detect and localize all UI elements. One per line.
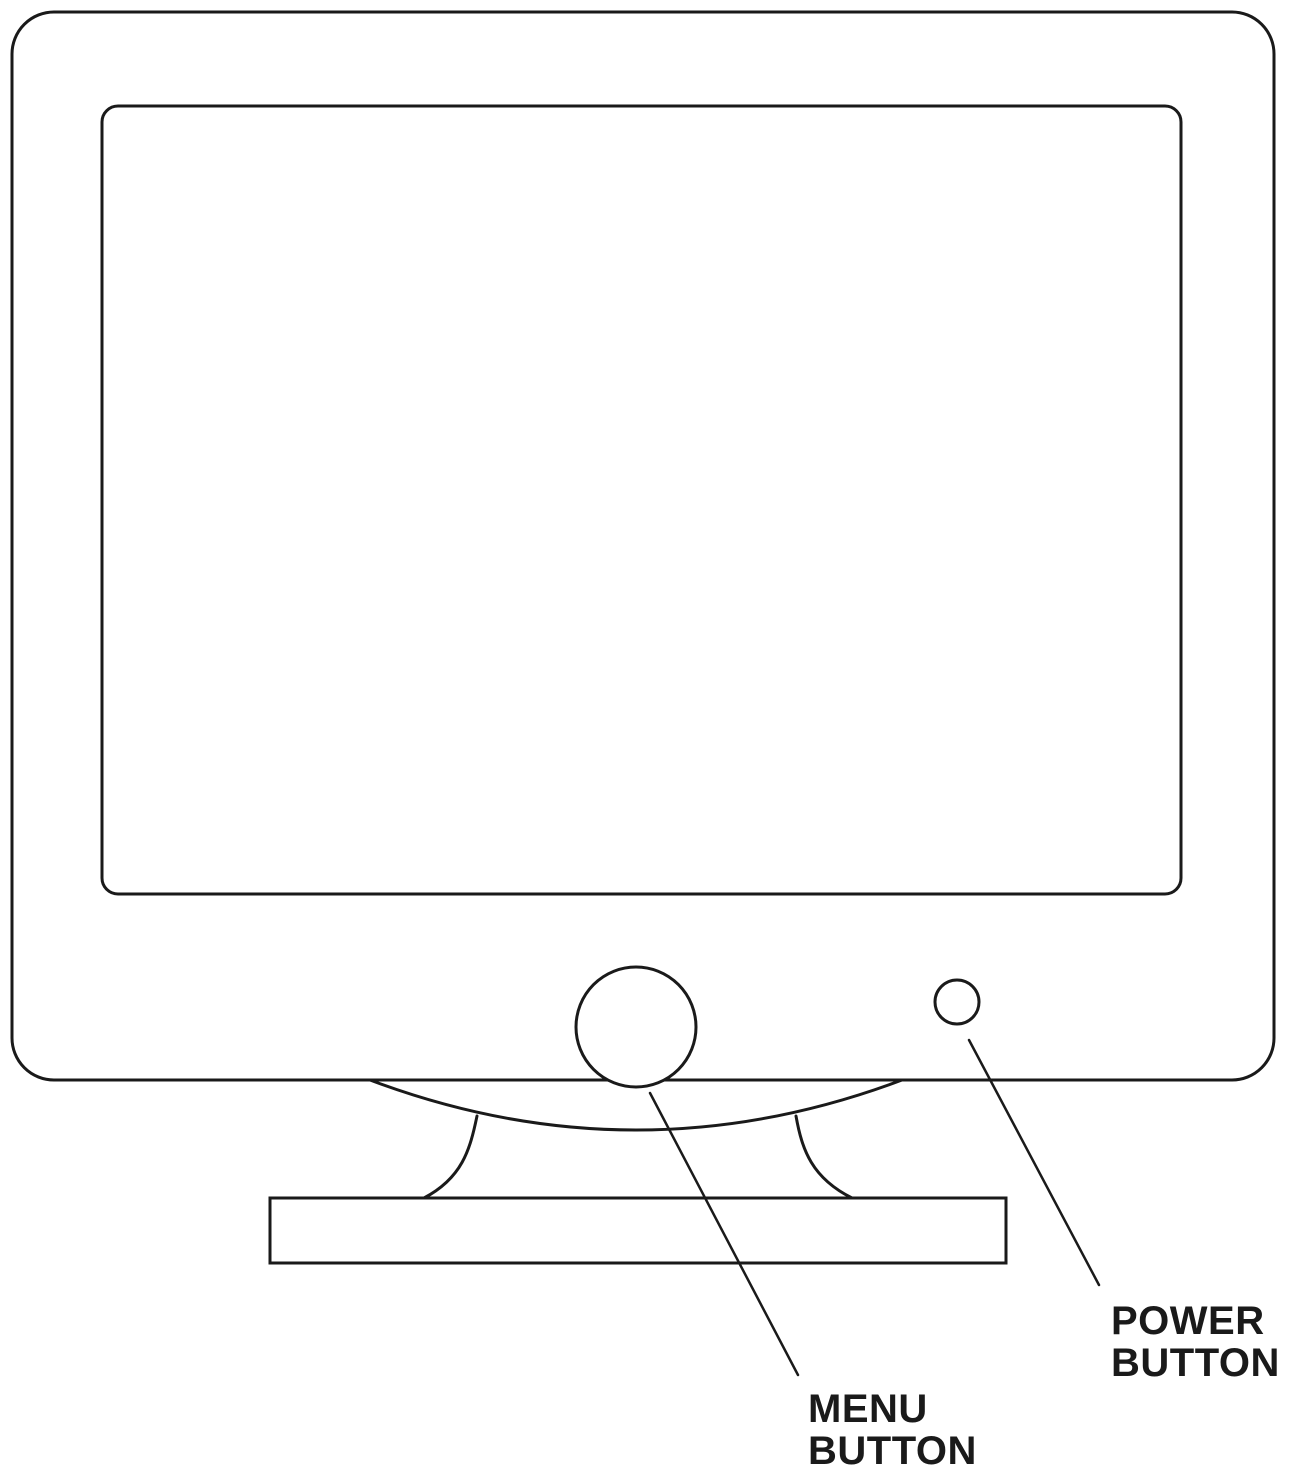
power-button[interactable] [933,978,981,1026]
stand-neck [422,1114,479,1200]
power-label-line1: POWER [1111,1299,1265,1343]
menu-button-label: MENU BUTTON [808,1388,977,1472]
power-button-label: POWER BUTTON [1111,1300,1280,1384]
monitor-screen [100,104,1183,896]
stand-base [268,1196,1008,1265]
menu-leader-line [648,1091,800,1377]
power-label-line2: BUTTON [1111,1341,1280,1385]
menu-button[interactable] [574,965,698,1089]
power-leader-line [967,1038,1101,1287]
stand-collar [368,1078,904,1132]
stand-neck [794,1114,854,1200]
menu-label-line1: MENU [808,1387,928,1431]
menu-label-line2: BUTTON [808,1429,977,1473]
